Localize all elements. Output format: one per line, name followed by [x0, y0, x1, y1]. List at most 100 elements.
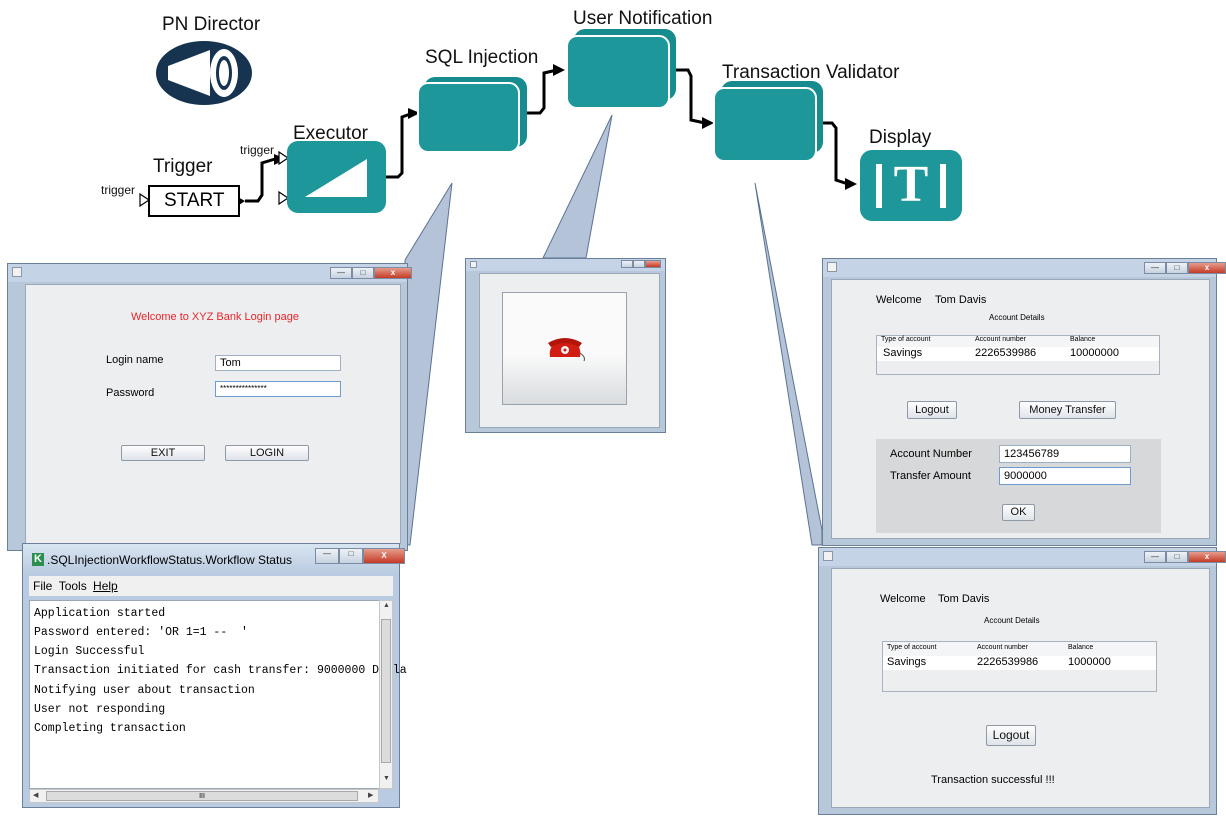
account-number-cell: 2226539986 — [975, 347, 1037, 359]
table-row[interactable]: Savings 2226539986 1000000 — [883, 656, 1156, 670]
column-header[interactable]: Account number — [975, 336, 1026, 343]
login-window-controls: — □ x — [330, 267, 412, 280]
log-line: Completing transaction — [34, 722, 186, 735]
log-line: Password entered: 'OR 1=1 -- ' — [34, 626, 248, 639]
account-number-cell: 2226539986 — [977, 656, 1039, 668]
minimize-button[interactable]: — — [315, 548, 339, 564]
status-menubar: File Tools Help — [29, 576, 393, 596]
log-line: Application started — [34, 607, 166, 620]
account-window-2: — □ x Welcome Tom Davis Account Details … — [818, 547, 1226, 815]
login-window-body: Welcome to XYZ Bank Login page Login nam… — [25, 284, 401, 544]
executor-to-sql-wire — [386, 111, 414, 179]
user-notification-callout — [542, 114, 613, 259]
account-type-cell: Savings — [887, 656, 927, 668]
trigger-to-executor-wire — [245, 157, 276, 203]
close-button[interactable]: X — [363, 548, 405, 564]
horizontal-scrollbar[interactable]: ◀ III ▶ — [29, 789, 379, 803]
money-transfer-button[interactable]: Money Transfer — [1019, 401, 1116, 419]
notification-window-body — [479, 273, 660, 428]
vertical-scrollbar[interactable]: ▲ ▼ — [379, 600, 393, 789]
sql-injection-actor[interactable] — [417, 82, 520, 153]
red-telephone-icon — [548, 338, 585, 362]
transaction-validator-actor[interactable] — [713, 87, 817, 162]
column-header[interactable]: Account number — [977, 644, 1028, 651]
status-window-controls: — □ X — [315, 548, 405, 564]
account-window-1: — □ x Welcome Tom Davis Account Details … — [822, 258, 1226, 546]
password-field[interactable]: *************** — [215, 381, 341, 397]
maximize-button[interactable]: □ — [352, 267, 374, 279]
accounts-table: Type of account Account number Balance S… — [882, 641, 1157, 692]
trigger-label: Trigger — [153, 156, 213, 177]
status-window-title: .SQLInjectionWorkflowStatus.Workflow Sta… — [47, 553, 292, 567]
start-actor[interactable]: START — [148, 185, 240, 217]
column-header[interactable]: Balance — [1070, 336, 1096, 343]
account-details-title: Account Details — [984, 616, 1040, 625]
horizontal-scroll-thumb[interactable]: III — [46, 791, 358, 801]
minimize-button[interactable]: — — [330, 267, 352, 279]
account-window-1-titlebar[interactable]: — □ x — [823, 259, 1226, 277]
minimize-button[interactable]: — — [1144, 551, 1166, 563]
close-button[interactable] — [645, 260, 661, 268]
java-app-icon — [823, 551, 833, 561]
maximize-button[interactable] — [633, 260, 645, 268]
scroll-down-arrow[interactable]: ▼ — [383, 775, 390, 782]
menu-file[interactable]: File — [33, 579, 53, 593]
java-app-icon — [12, 267, 22, 277]
account-number-label: Account Number — [890, 448, 972, 460]
menu-tools[interactable]: Tools — [58, 579, 87, 593]
arrowhead — [702, 117, 714, 129]
log-line: Login Successful — [34, 645, 145, 658]
close-button[interactable]: x — [1188, 551, 1226, 563]
notification-window-titlebar[interactable] — [466, 259, 665, 271]
notification-window — [465, 258, 666, 433]
close-button[interactable]: x — [374, 267, 412, 279]
column-header[interactable]: Type of account — [881, 336, 931, 343]
exit-button[interactable]: EXIT — [121, 445, 205, 461]
scroll-right-arrow[interactable]: ▶ — [368, 792, 374, 799]
account-window-2-titlebar[interactable]: — □ x — [819, 548, 1226, 566]
arrowhead — [408, 108, 420, 119]
scroll-up-arrow[interactable]: ▲ — [383, 602, 390, 609]
display-actor[interactable]: T — [860, 150, 962, 221]
accounts-table: Type of account Account number Balance S… — [876, 335, 1160, 375]
status-log-area[interactable]: Application started Password entered: 'O… — [29, 600, 407, 789]
column-header[interactable]: Type of account — [887, 644, 937, 651]
status-window-titlebar[interactable]: K .SQLInjectionWorkflowStatus.Workflow S… — [23, 544, 405, 574]
sql-to-notification-wire — [527, 68, 558, 115]
pn-director-icon[interactable] — [154, 40, 254, 107]
table-row[interactable]: Savings 2226539986 10000000 — [877, 347, 1159, 361]
maximize-button[interactable]: □ — [1166, 551, 1188, 563]
ok-button[interactable]: OK — [1002, 504, 1035, 521]
login-button[interactable]: LOGIN — [225, 445, 309, 461]
minimize-button[interactable]: — — [1144, 262, 1166, 274]
scroll-left-arrow[interactable]: ◀ — [33, 792, 39, 799]
login-window-titlebar[interactable]: — □ x — [8, 264, 412, 282]
account-type-cell: Savings — [883, 347, 923, 359]
transfer-amount-field[interactable]: 9000000 — [999, 467, 1131, 485]
vertical-scroll-thumb[interactable] — [381, 619, 391, 763]
start-label: START — [164, 190, 225, 211]
logout-button[interactable]: Logout — [907, 401, 957, 419]
transaction-validator-label: Transaction Validator — [722, 62, 900, 83]
minimize-button[interactable] — [621, 260, 633, 268]
log-line: Notifying user about transaction — [34, 684, 255, 697]
account-number-field[interactable]: 123456789 — [999, 445, 1131, 463]
validator-to-display-wire — [822, 121, 849, 186]
password-label: Password — [106, 387, 155, 399]
executor-actor[interactable] — [287, 141, 386, 213]
log-line: User not responding — [34, 703, 166, 716]
logout-button[interactable]: Logout — [986, 725, 1036, 746]
login-name-label: Login name — [106, 354, 164, 366]
user-name: Tom Davis — [938, 593, 990, 605]
menu-help[interactable]: Help — [93, 579, 118, 593]
balance-cell: 10000000 — [1070, 347, 1119, 359]
display-bar-right — [940, 164, 946, 208]
balance-cell: 1000000 — [1068, 656, 1111, 668]
maximize-button[interactable]: □ — [339, 548, 363, 564]
column-header[interactable]: Balance — [1068, 644, 1094, 651]
maximize-button[interactable]: □ — [1166, 262, 1188, 274]
login-name-field[interactable]: Tom — [215, 355, 341, 371]
close-button[interactable]: x — [1188, 262, 1226, 274]
user-notification-actor[interactable] — [566, 35, 670, 109]
